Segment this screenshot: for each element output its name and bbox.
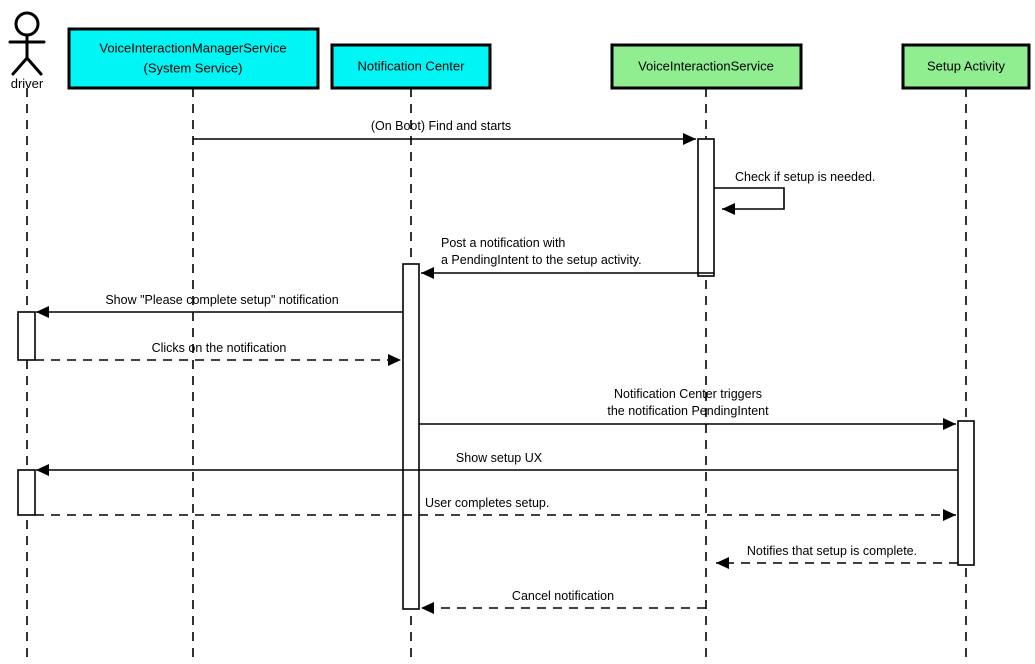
actor-leg-right-icon: [25, 56, 43, 76]
message-label: Check if setup is needed.: [735, 170, 875, 184]
message-label-line-1: Notification Center triggers: [614, 387, 762, 401]
participant-label-line-1: VoiceInteractionManagerService: [99, 40, 286, 55]
message-user-completes-setup[interactable]: User completes setup.: [35, 496, 956, 521]
participant-box-rect: [67, 27, 320, 90]
message-show-setup-ux[interactable]: Show setup UX: [36, 451, 958, 476]
message-label-line-1: Post a notification with: [441, 236, 565, 250]
participant-label-line-1: VoiceInteractionService: [638, 58, 774, 73]
message-self-loop-line: [714, 187, 785, 215]
message-label-line-2: the notification PendingIntent: [607, 404, 769, 418]
message-post-a-notification[interactable]: Post a notification with a PendingIntent…: [421, 236, 714, 279]
message-label: User completes setup.: [425, 496, 549, 510]
activation-bar-driver-first: [17, 311, 36, 361]
participant-label-line-1: Setup Activity: [927, 58, 1006, 73]
participant-box-setup-activity[interactable]: Setup Activity: [901, 43, 1031, 90]
activation-bar-setup-activity: [957, 420, 975, 566]
participant-box-notification-center[interactable]: Notification Center: [330, 43, 492, 90]
message-show-please-complete-setup-notification[interactable]: Show "Please complete setup" notificatio…: [36, 293, 403, 318]
participant-box-rect: [901, 43, 1031, 90]
activation-bar-voice-interaction-service: [697, 138, 715, 277]
actor-driver[interactable]: driver: [8, 11, 46, 91]
message-clicks-on-the-notification[interactable]: Clicks on the notification: [35, 341, 401, 366]
message-label: Show "Please complete setup" notificatio…: [105, 293, 338, 307]
message-notification-center-triggers-pendingintent[interactable]: Notification Center triggers the notific…: [419, 387, 956, 430]
actor-leg-left-icon: [11, 56, 29, 76]
activation-bars-group: [17, 138, 975, 610]
participant-box-rect: [610, 43, 803, 90]
message-check-if-setup-is-needed[interactable]: Check if setup is needed.: [714, 170, 875, 215]
message-label: Clicks on the notification: [152, 341, 287, 355]
actor-head-icon: [14, 11, 40, 37]
message-label: Show setup UX: [456, 451, 543, 465]
participant-box-rect: [330, 43, 492, 90]
message-label-line-2: a PendingIntent to the setup activity.: [441, 253, 642, 267]
actor-label-driver: driver: [11, 76, 44, 91]
message-label: (On Boot) Find and starts: [371, 119, 511, 133]
participant-label-line-2: (System Service): [144, 60, 243, 75]
message-notifies-that-setup-is-complete[interactable]: Notifies that setup is complete.: [716, 544, 958, 569]
participant-box-vims[interactable]: VoiceInteractionManagerService (System S…: [67, 27, 320, 90]
message-cancel-notification[interactable]: Cancel notification: [421, 589, 706, 614]
message-label: Notifies that setup is complete.: [747, 544, 917, 558]
participant-label-line-1: Notification Center: [358, 58, 466, 73]
activation-bar-notification-center: [402, 263, 420, 610]
message-on-boot-find-and-starts[interactable]: (On Boot) Find and starts: [193, 119, 696, 145]
participant-box-voice-interaction-service[interactable]: VoiceInteractionService: [610, 43, 803, 90]
message-label: Cancel notification: [512, 589, 614, 603]
activation-bar-driver-second: [17, 469, 36, 516]
